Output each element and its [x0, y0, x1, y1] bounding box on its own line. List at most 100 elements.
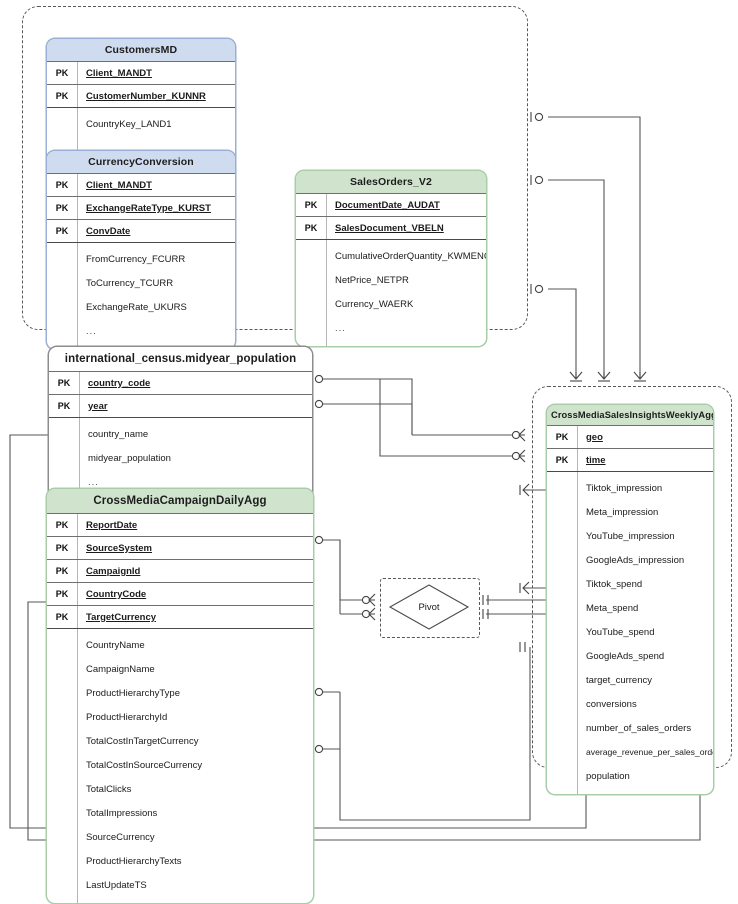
marker-many-top-1: [569, 371, 583, 382]
pk-row: PK country_code: [49, 372, 312, 395]
entity-currency-conversion[interactable]: CurrencyConversion PK Client_MANDT PK Ex…: [46, 150, 236, 350]
pk-row: PK Client_MANDT: [47, 174, 235, 197]
key-gutter: [47, 108, 78, 166]
field-name: SourceCurrency: [86, 831, 155, 843]
entity-title: CrossMediaSalesInsightsWeeklyAgg: [547, 405, 713, 426]
pk-row: PK year: [49, 395, 312, 418]
pk-marker: PK: [47, 220, 78, 242]
entity-sales-orders-v2[interactable]: SalesOrders_V2 PK DocumentDate_AUDAT PK …: [295, 170, 487, 347]
field-name: Currency_WAERK: [335, 298, 414, 310]
field-name: ReportDate: [86, 519, 138, 531]
marker-one-currency: [530, 175, 544, 185]
field-name: CumulativeOrderQuantity_KWMENG: [335, 250, 487, 262]
field-name: country_name: [88, 428, 149, 440]
field-name: Meta_spend: [586, 602, 639, 614]
marker-many-time: [511, 449, 526, 463]
marker-one-pivot-out-2: [482, 609, 489, 619]
field-name: Tiktok_spend: [586, 578, 643, 590]
attribute-list: FromCurrency_FCURR ToCurrency_TCURR Exch…: [78, 243, 235, 349]
pk-marker: PK: [547, 426, 578, 448]
key-gutter: [49, 418, 80, 500]
entity-cross-media-sales-insights-weekly-agg[interactable]: CrossMediaSalesInsightsWeeklyAgg PK geo …: [546, 404, 714, 795]
field-name: GoogleAds_impression: [586, 554, 685, 566]
field-name: conversions: [586, 698, 637, 710]
field-name: population: [586, 770, 630, 782]
pk-marker: PK: [47, 583, 78, 605]
pk-marker: PK: [547, 449, 578, 471]
marker-many-geo: [511, 428, 526, 442]
pk-marker: PK: [47, 174, 78, 196]
pk-row: PK TargetCurrency: [47, 606, 313, 629]
pk-row: PK DocumentDate_AUDAT: [296, 194, 486, 217]
pk-marker: PK: [47, 606, 78, 628]
marker-many-top-2: [597, 371, 611, 382]
field-name: average_revenue_per_sales_order: [586, 746, 714, 757]
marker-one-right-3: [519, 642, 526, 652]
pk-marker: PK: [49, 395, 80, 417]
field-name: Client_MANDT: [86, 179, 152, 191]
field-name: TotalClicks: [86, 783, 132, 795]
attribute-block: CountryKey_LAND1 ...: [47, 108, 235, 166]
entity-midyear-population[interactable]: international_census.midyear_population …: [48, 346, 313, 501]
attribute-block: CumulativeOrderQuantity_KWMENG NetPrice_…: [296, 240, 486, 346]
key-gutter: [47, 629, 78, 903]
pk-row: PK SalesDocument_VBELN: [296, 217, 486, 240]
marker-one-customersmd: [530, 112, 544, 122]
field-name: year: [88, 400, 108, 412]
field-name: CustomerNumber_KUNNR: [86, 90, 206, 102]
field-name: YouTube_impression: [586, 530, 675, 542]
pk-row: PK Client_MANDT: [47, 62, 235, 85]
pk-row: PK CountryCode: [47, 583, 313, 606]
pk-marker: PK: [47, 85, 78, 107]
marker-many-pivot-in-2: [361, 607, 376, 621]
pk-row: PK ExchangeRateType_KURST: [47, 197, 235, 220]
field-name: CountryKey_LAND1: [86, 118, 172, 130]
field-name: ProductHierarchyTexts: [86, 855, 182, 867]
entity-title: CurrencyConversion: [47, 151, 235, 174]
field-name: CampaignName: [86, 663, 155, 675]
marker-one-right-1: [519, 483, 530, 497]
entity-title: CustomersMD: [47, 39, 235, 62]
field-name: Meta_impression: [586, 506, 659, 518]
entity-customers-md[interactable]: CustomersMD PK Client_MANDT PK CustomerN…: [46, 38, 236, 167]
pivot-label: Pivot: [418, 601, 440, 613]
pk-marker: PK: [47, 537, 78, 559]
field-name: ProductHierarchyId: [86, 711, 168, 723]
field-name: time: [586, 454, 606, 466]
field-name: SourceSystem: [86, 542, 153, 554]
pivot-diamond-icon: [388, 584, 470, 630]
field-name: Client_MANDT: [86, 67, 152, 79]
field-name: ProductHierarchyType: [86, 687, 180, 699]
pivot-node[interactable]: Pivot: [388, 583, 470, 631]
field-name: geo: [586, 431, 603, 443]
group-source-systems: [22, 6, 528, 330]
field-name: TotalCostInTargetCurrency: [86, 735, 199, 747]
field-name: ...: [335, 322, 346, 334]
field-name: NetPrice_NETPR: [335, 274, 409, 286]
pk-row: PK time: [547, 449, 713, 472]
field-name: TotalCostInSourceCurrency: [86, 759, 203, 771]
pk-marker: PK: [47, 514, 78, 536]
pk-marker: PK: [47, 560, 78, 582]
marker-many-top-3: [633, 371, 647, 382]
key-gutter: [296, 240, 327, 346]
field-name: DocumentDate_AUDAT: [335, 199, 440, 211]
attribute-block: CountryName CampaignName ProductHierarch…: [47, 629, 313, 903]
field-name: CampaignId: [86, 565, 141, 577]
pk-row: PK CampaignId: [47, 560, 313, 583]
field-name: ConvDate: [86, 225, 131, 237]
attribute-list: CountryKey_LAND1 ...: [78, 108, 235, 166]
pk-marker: PK: [296, 217, 327, 239]
marker-one-right-2: [519, 581, 530, 595]
attribute-list: CumulativeOrderQuantity_KWMENG NetPrice_…: [327, 240, 487, 346]
marker-one-pivot-out-1: [482, 595, 489, 605]
attribute-list: CountryName CampaignName ProductHierarch…: [78, 629, 313, 903]
field-name: country_code: [88, 377, 151, 389]
attribute-block: country_name midyear_population ...: [49, 418, 312, 500]
pk-row: PK ReportDate: [47, 514, 313, 537]
field-name: GoogleAds_spend: [586, 650, 665, 662]
field-name: ...: [86, 325, 97, 337]
entity-cross-media-campaign-daily-agg[interactable]: CrossMediaCampaignDailyAgg PK ReportDate…: [46, 488, 314, 904]
field-name: SalesDocument_VBELN: [335, 222, 444, 234]
pk-marker: PK: [47, 62, 78, 84]
